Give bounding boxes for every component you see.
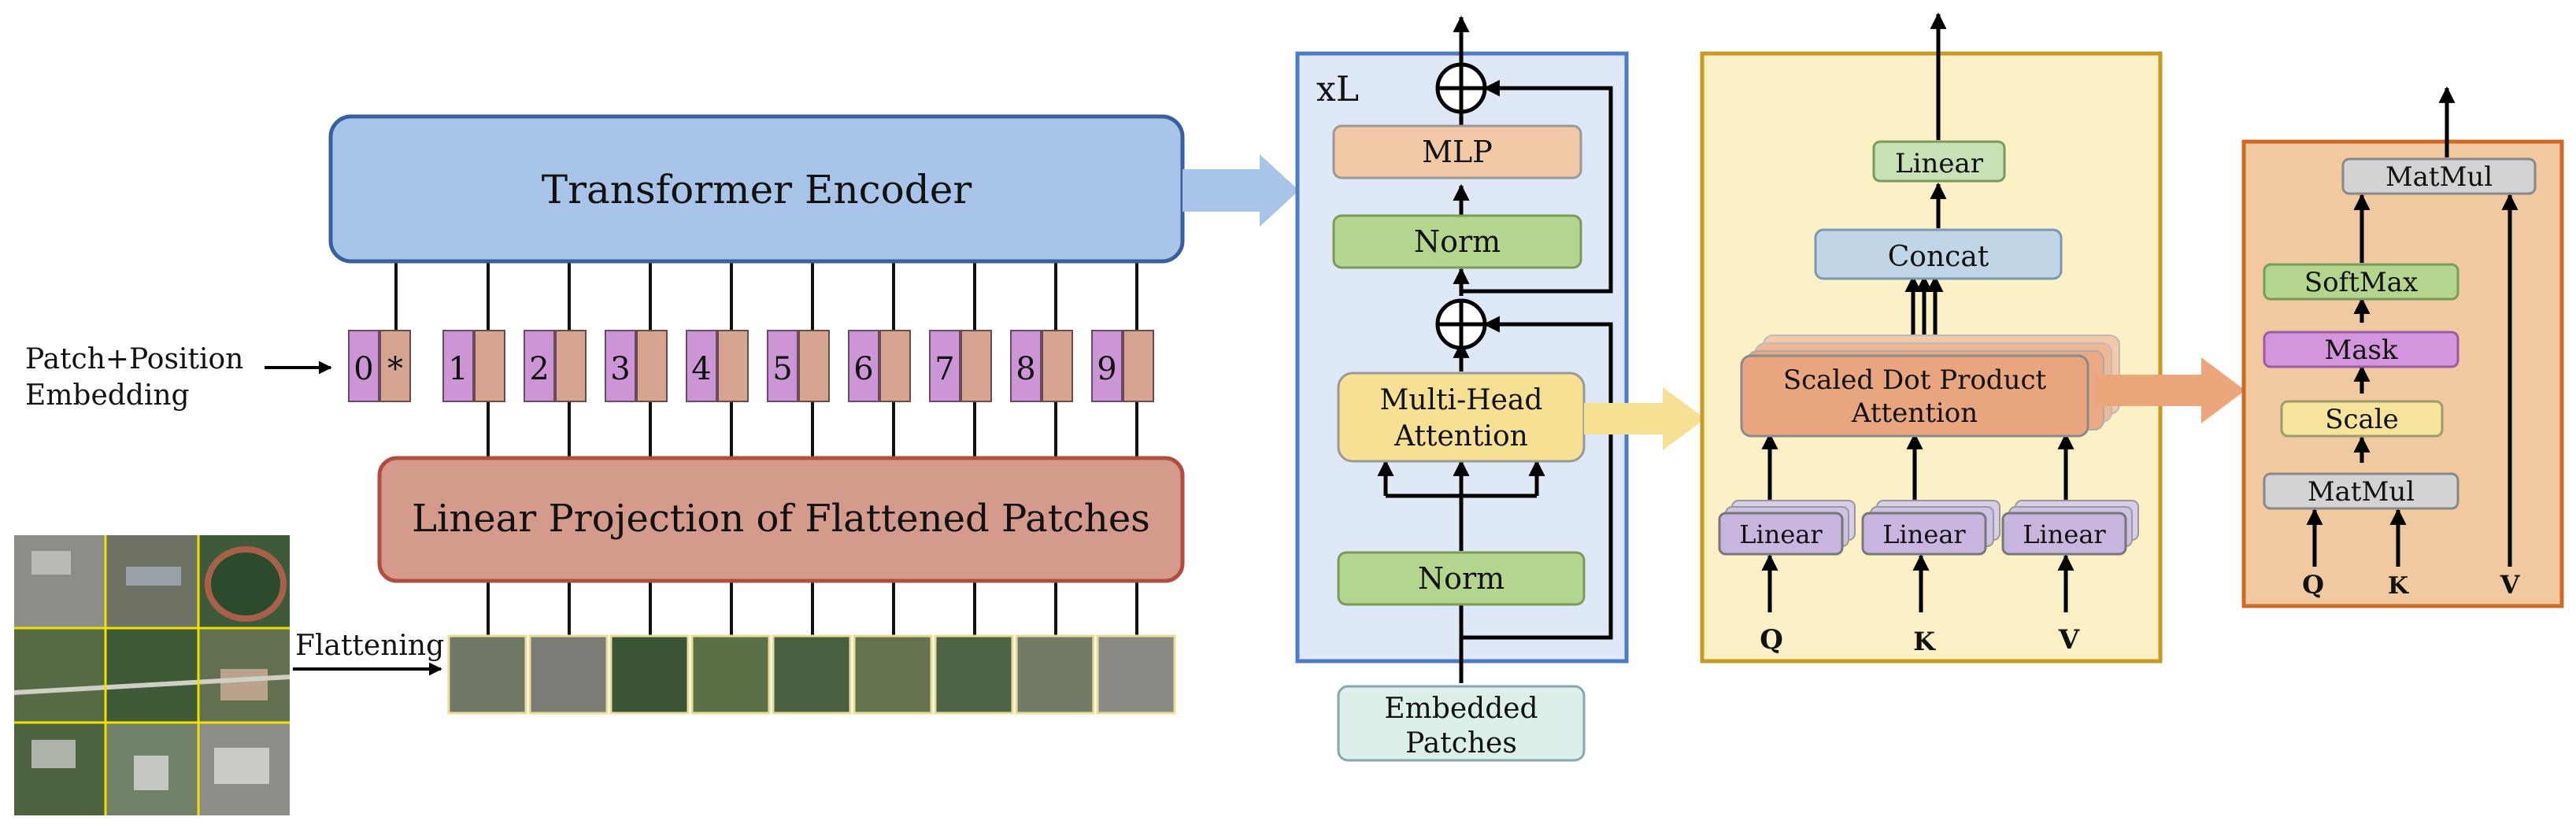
sdp-k-label: K <box>2388 572 2409 600</box>
sdp-q-label: Q <box>2302 570 2324 600</box>
sdpa-box <box>1740 354 2089 438</box>
matmul-top-label: MatMul <box>2385 161 2493 193</box>
patch-token-position <box>442 330 474 402</box>
mha-expand-arrow <box>1584 387 1705 450</box>
matmul-bottom-label: MatMul <box>2308 476 2415 508</box>
scaled-dot-product-detail: MatMul SoftMax Mask Scale MatMul Q K V <box>2241 86 2564 608</box>
encoder-expand-arrow <box>1183 154 1299 227</box>
patch-token-position <box>767 330 798 402</box>
linear-v-label: Linear <box>2023 519 2106 549</box>
patch-token-embedding <box>555 330 587 402</box>
concat-label: Concat <box>1888 241 1989 273</box>
patch-token-embedding <box>474 330 505 402</box>
linear-projection-label: Linear Projection of Flattened Patches <box>412 497 1150 541</box>
sdpa-label-line2: Attention <box>1851 397 1978 429</box>
norm-top-label: Norm <box>1414 224 1501 259</box>
linear-output-label: Linear <box>1895 148 1984 179</box>
patch-token-position <box>929 330 960 402</box>
class-token-index: 0 <box>353 351 373 387</box>
patch-position-label-line1: Patch+Position <box>25 343 243 375</box>
encoder-block: xL <box>1295 15 1705 762</box>
scale-box <box>2280 400 2444 438</box>
patch-token-position <box>605 330 636 402</box>
embedded-patches-box <box>1337 685 1586 762</box>
flattening-label: Flattening <box>295 630 444 662</box>
patch-token-position <box>848 330 879 402</box>
mha-q-label: Q <box>1760 624 1783 656</box>
matmul-bottom-box <box>2263 472 2459 510</box>
mha-label-line1: Multi-Head <box>1380 384 1543 416</box>
matmul-top-box <box>2341 157 2537 195</box>
patch-token-index: 4 <box>691 351 711 387</box>
mlp-label: MLP <box>1422 135 1493 169</box>
residual-add-icon-bottom <box>1435 298 1487 350</box>
norm-bottom-box <box>1337 551 1586 606</box>
vit-overview: Transformer Encoder Linear Projection of… <box>13 114 1299 815</box>
transformer-encoder-label: Transformer Encoder <box>542 167 972 213</box>
patch-position-label-line2: Embedding <box>25 379 190 412</box>
embedded-label-line1: Embedded <box>1384 693 1538 725</box>
mask-box <box>2263 331 2459 368</box>
patch-token-position <box>686 330 717 402</box>
residual-add-icon-top <box>1435 62 1487 114</box>
linear-q-label: Linear <box>1739 519 1823 549</box>
patch-token-index: 7 <box>935 351 954 387</box>
mlp-box <box>1332 124 1582 179</box>
patch-token-index: 6 <box>853 351 873 387</box>
patch-token-position <box>1091 330 1123 402</box>
embedded-label-line2: Patches <box>1405 727 1517 760</box>
patch-token-embedding <box>798 330 830 402</box>
scale-label: Scale <box>2325 404 2399 435</box>
class-token-mark: * <box>387 351 403 387</box>
token-connector-lines <box>394 261 1138 636</box>
patch-token-position <box>524 330 555 402</box>
mha-v-label: V <box>2058 624 2080 656</box>
patch-token-index: 9 <box>1097 351 1116 387</box>
norm-top-box <box>1332 214 1582 269</box>
linear-v-box <box>2001 512 2127 556</box>
patch-token-embedding <box>636 330 668 402</box>
patch-token-index: 5 <box>772 351 792 387</box>
class-token-embedding <box>379 330 411 402</box>
patch-token-embedding <box>879 330 911 402</box>
mha-k-label: K <box>1913 627 1936 656</box>
sdpa-expand-arrow <box>2094 357 2245 423</box>
patch-token-position <box>1010 330 1042 402</box>
patch-token-index: 1 <box>448 351 468 387</box>
flattened-patches <box>447 634 1176 715</box>
sdp-panel <box>2241 139 2564 608</box>
softmax-box <box>2263 263 2459 301</box>
token-row: 0 * 1 2 3 4 5 6 7 8 9 <box>348 330 1154 402</box>
patch-token-index: 3 <box>610 351 630 387</box>
mask-label: Mask <box>2324 335 2398 366</box>
patch-token-index: 8 <box>1016 351 1035 387</box>
norm-bottom-label: Norm <box>1418 561 1505 596</box>
softmax-label: SoftMax <box>2304 267 2418 298</box>
repeat-label: xL <box>1316 69 1359 109</box>
linear-projection-box <box>377 456 1185 583</box>
multi-head-attention-detail: Linear Concat Scaled Dot Product Attenti… <box>1700 12 2245 664</box>
patch-token-embedding <box>1123 330 1154 402</box>
patch-token-embedding <box>717 330 749 402</box>
aerial-image <box>13 535 291 815</box>
patch-token-index: 2 <box>529 351 549 387</box>
sdp-v-label: V <box>2500 570 2521 600</box>
patch-token-embedding <box>960 330 992 402</box>
concat-box <box>1814 228 2063 280</box>
linear-k-label: Linear <box>1882 519 1966 549</box>
patch-token-embedding <box>1042 330 1073 402</box>
linear-output-box <box>1872 140 2006 183</box>
linear-q-box <box>1718 512 1844 556</box>
linear-k-box <box>1861 512 1987 556</box>
mha-label-line2: Attention <box>1393 420 1528 453</box>
class-token-position <box>348 330 379 402</box>
sdpa-label-line1: Scaled Dot Product <box>1783 364 2047 396</box>
